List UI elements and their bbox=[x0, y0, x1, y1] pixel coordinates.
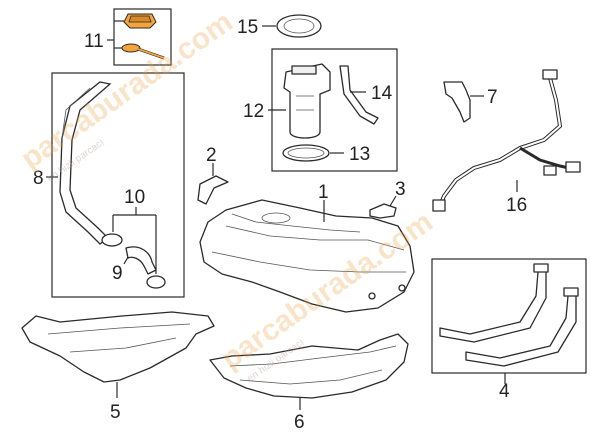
heat-shield-rear-group[interactable]: 6 bbox=[209, 333, 409, 433]
callout-7[interactable]: 7 bbox=[487, 87, 498, 108]
fuel-level-sender-icon[interactable] bbox=[339, 65, 379, 125]
clamp-bottom-icon bbox=[146, 275, 166, 289]
fuel-tank-group[interactable]: 1 bbox=[199, 182, 415, 313]
callout-15[interactable]: 15 bbox=[237, 17, 258, 38]
bracket-icon[interactable] bbox=[443, 81, 471, 123]
wiring-harness-inner-icon bbox=[439, 77, 562, 207]
callout-12[interactable]: 12 bbox=[243, 101, 264, 122]
callout-11[interactable]: 11 bbox=[84, 31, 104, 52]
heat-shield-rear-rib-2 bbox=[239, 369, 383, 385]
callout-13[interactable]: 13 bbox=[349, 144, 370, 165]
tank-strap-2-hook-icon bbox=[563, 287, 579, 297]
strap-pad-group[interactable]: 2 bbox=[197, 145, 229, 205]
filler-pipe-group[interactable]: 8 9 10 bbox=[33, 72, 185, 298]
insulator-group[interactable]: 3 bbox=[369, 179, 406, 219]
callout-14[interactable]: 14 bbox=[371, 83, 393, 104]
connector-bottom-icon bbox=[432, 199, 446, 212]
filler-pipe-hose-icon bbox=[61, 87, 91, 139]
leader-9 bbox=[123, 256, 129, 265]
fuel-tank-ridge-3 bbox=[231, 213, 361, 233]
fuel-tank-ridge-2 bbox=[211, 251, 406, 273]
callout-4[interactable]: 4 bbox=[499, 381, 510, 402]
heat-shield-front-group[interactable]: 5 bbox=[21, 311, 215, 423]
lock-ring-group[interactable]: 15 bbox=[237, 14, 322, 38]
filler-hose-icon[interactable] bbox=[125, 246, 157, 275]
callout-9[interactable]: 9 bbox=[112, 263, 123, 284]
filler-pipe-box bbox=[51, 72, 185, 298]
pump-seal-icon[interactable] bbox=[282, 144, 330, 162]
fuel-cap-box bbox=[113, 8, 172, 66]
connector-right-icon bbox=[565, 161, 581, 173]
heat-shield-front-rib-2 bbox=[69, 337, 177, 353]
clamp-top-icon bbox=[101, 233, 123, 247]
fuel-cap-ring-icon bbox=[121, 43, 141, 53]
fuel-tank-port-icon bbox=[261, 212, 291, 224]
fuel-pump-module-group[interactable]: 12 13 14 bbox=[243, 48, 398, 172]
heat-shield-front-rib-1 bbox=[47, 323, 191, 335]
insulator-icon[interactable] bbox=[369, 203, 397, 219]
fuel-cap-tether-fill-icon bbox=[137, 48, 165, 59]
fuel-pump-icon[interactable] bbox=[283, 63, 331, 139]
lock-ring-icon[interactable] bbox=[276, 14, 322, 38]
connector-top-icon bbox=[542, 69, 558, 80]
heat-shield-rear-rib-1 bbox=[229, 345, 397, 367]
tank-straps-box bbox=[431, 258, 587, 374]
pump-seal-inner-icon bbox=[287, 147, 325, 159]
leader-3 bbox=[389, 195, 397, 207]
callout-8[interactable]: 8 bbox=[33, 168, 44, 189]
fuel-cap-assembly-group[interactable]: 11 bbox=[84, 8, 172, 66]
callout-6[interactable]: 6 bbox=[294, 412, 305, 433]
strap-pad-icon[interactable] bbox=[197, 175, 229, 205]
fuel-tank-ridge-1 bbox=[225, 225, 405, 251]
callout-3[interactable]: 3 bbox=[395, 179, 406, 200]
callout-16[interactable]: 16 bbox=[506, 195, 527, 216]
connector-mid-icon bbox=[543, 165, 557, 176]
fuel-pump-flange-icon bbox=[291, 65, 317, 75]
fuel-cap-top-icon bbox=[128, 15, 152, 23]
fuel-tank-mount-2-icon bbox=[398, 284, 406, 292]
tank-strap-1-icon[interactable] bbox=[439, 269, 547, 343]
callout-2[interactable]: 2 bbox=[206, 145, 217, 166]
lock-ring-inner-icon bbox=[283, 18, 315, 34]
wiring-harness-group[interactable]: 16 bbox=[432, 69, 581, 216]
heat-shield-front-icon[interactable] bbox=[21, 311, 215, 383]
fuel-tank-mount-1-icon bbox=[368, 292, 376, 300]
callout-10[interactable]: 10 bbox=[124, 187, 145, 208]
bracket-group[interactable]: 7 bbox=[443, 81, 498, 123]
fuel-tank-icon[interactable] bbox=[199, 199, 415, 313]
tank-straps-group[interactable]: 4 bbox=[431, 258, 587, 402]
heat-shield-rear-icon[interactable] bbox=[209, 333, 409, 399]
callout-1[interactable]: 1 bbox=[318, 182, 329, 203]
tank-strap-1-hook-icon bbox=[533, 263, 549, 273]
callout-5[interactable]: 5 bbox=[110, 402, 121, 423]
